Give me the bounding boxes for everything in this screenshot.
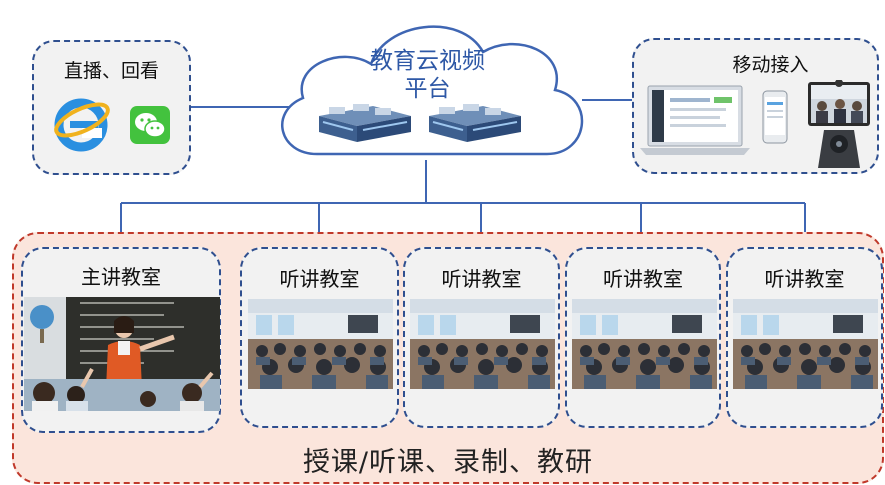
listening-classroom-title: 听讲教室 — [603, 267, 683, 291]
server-rack-icon — [429, 104, 521, 142]
listening-classroom-photo — [572, 299, 717, 389]
teacher-blackboard-image — [24, 297, 220, 411]
live-playback-box: 直播、回看 — [32, 40, 191, 175]
cloud-platform: 教育云视频 平台 — [265, 6, 590, 166]
main-classroom-title: 主讲教室 — [81, 265, 161, 289]
listening-classroom-title: 听讲教室 — [441, 267, 522, 291]
listening-classroom-photo — [410, 299, 555, 389]
listening-classroom-photo — [248, 299, 393, 389]
listening-classroom-title: 听讲教室 — [764, 267, 845, 291]
listening-classroom-title: 听讲教室 — [279, 267, 360, 291]
listening-classroom: 听讲教室 — [565, 247, 721, 428]
video-terminal-icon — [808, 80, 870, 168]
cloud-title-line1: 教育云视频 — [370, 48, 485, 74]
listening-classroom-photo — [733, 299, 878, 389]
mobile-access-title: 移动接入 — [732, 54, 809, 76]
live-playback-title: 直播、回看 — [63, 60, 159, 82]
main-classroom: 主讲教室 — [21, 247, 221, 433]
cloud-title-line2: 平台 — [404, 76, 451, 102]
main-classroom-photo — [24, 297, 220, 411]
classroom-students-image — [410, 299, 555, 389]
classroom-students-image — [248, 299, 393, 389]
listening-classroom: 听讲教室 — [726, 247, 883, 428]
ie-browser-icon — [54, 98, 110, 152]
smartphone-icon — [762, 90, 788, 144]
mobile-access-box: 移动接入 — [632, 38, 879, 174]
server-rack-icon — [319, 104, 411, 142]
listening-classroom: 听讲教室 — [403, 247, 560, 428]
laptop-icon — [640, 85, 750, 155]
bottom-caption: 授课/听课、录制、教研 — [302, 447, 594, 478]
classroom-students-image — [572, 299, 717, 389]
listening-classroom: 听讲教室 — [240, 247, 399, 428]
wechat-icon — [130, 106, 170, 144]
classroom-students-image — [733, 299, 878, 389]
